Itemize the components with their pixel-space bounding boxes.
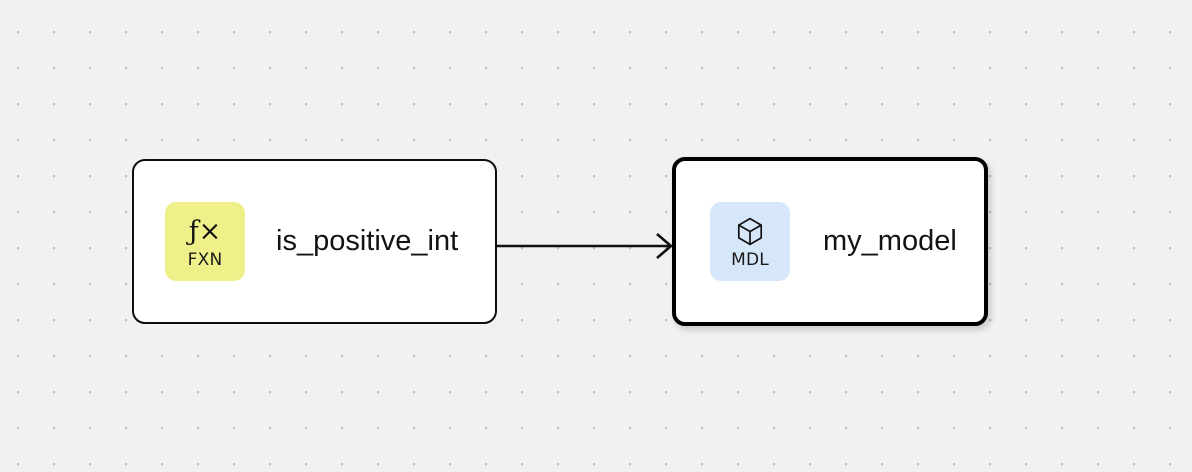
function-icon: ƒ× bbox=[188, 216, 222, 247]
node-is-positive-int[interactable]: ƒ× FXN is_positive_int bbox=[132, 159, 497, 324]
node-type-badge-mdl: MDL bbox=[710, 202, 790, 281]
cube-icon bbox=[735, 215, 765, 249]
node-title: is_positive_int bbox=[276, 225, 459, 257]
edge-fxn-to-mdl[interactable] bbox=[497, 233, 673, 259]
node-title: my_model bbox=[823, 225, 957, 257]
node-type-badge-label: MDL bbox=[731, 249, 769, 270]
node-my-model[interactable]: MDL my_model bbox=[672, 157, 988, 326]
node-type-badge-label: FXN bbox=[187, 249, 223, 270]
node-type-badge-fxn: ƒ× FXN bbox=[165, 202, 245, 281]
edge-arrowhead-icon bbox=[656, 233, 673, 259]
